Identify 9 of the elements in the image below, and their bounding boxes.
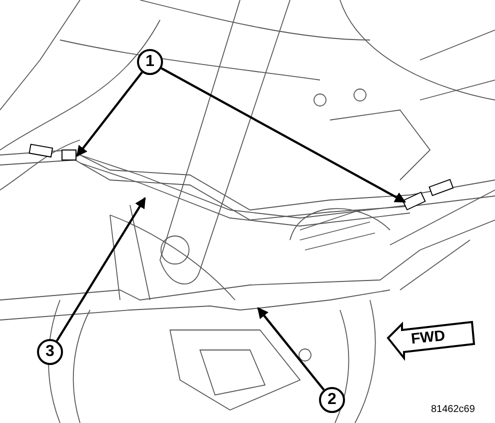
leader-line	[160, 67, 406, 203]
direction-label: FWD	[410, 327, 446, 348]
figure-number: 81462c69	[431, 404, 475, 415]
leader-line	[56, 197, 146, 342]
callout-number: 3	[37, 339, 63, 365]
callout-number: 2	[319, 387, 345, 413]
callout-number: 1	[137, 49, 163, 75]
leader-line	[76, 72, 143, 157]
leader-line	[257, 307, 325, 391]
